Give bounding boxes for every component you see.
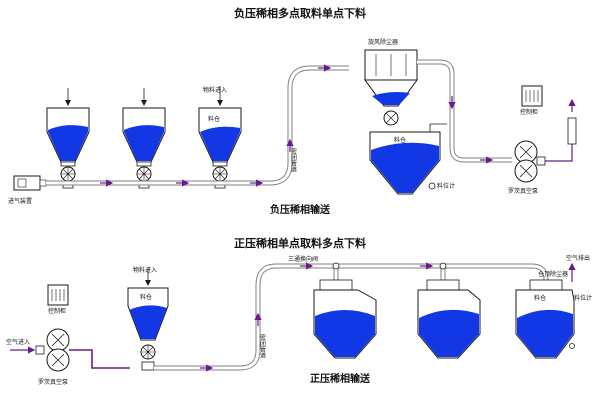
pump-outlet xyxy=(536,156,546,166)
material-fill xyxy=(200,126,240,161)
closed-pipe-label-top: 密闭管道 xyxy=(290,147,297,173)
bottom-bin-1 xyxy=(313,279,377,359)
level-meter-label: 料位计 xyxy=(437,182,455,190)
air-in-label: 空气进入 xyxy=(6,338,30,346)
blower-air-line xyxy=(69,349,130,369)
cabinet-body xyxy=(521,85,543,107)
feeder-box xyxy=(141,361,155,371)
top-feed-hopper-2 xyxy=(122,88,166,189)
bottom-control-cabinet xyxy=(47,284,69,306)
level-meter-icon xyxy=(569,343,575,349)
bottom-feed-hopper xyxy=(127,268,169,371)
bottom-title: 正压稀相单点取料多点下料 xyxy=(234,236,366,250)
hopper-outlet xyxy=(60,161,76,167)
right-bin-label: 料仓 xyxy=(534,294,546,302)
rotary-valve-blades xyxy=(213,167,227,181)
top-feed-hopper-1 xyxy=(46,88,90,189)
receiving-bin-label: 料仓 xyxy=(394,136,406,144)
bottom-material-in-label: 物料进入 xyxy=(133,266,157,274)
three-way-valve-icon xyxy=(439,262,447,270)
cabinet-body xyxy=(47,284,69,306)
down-arrow-icon xyxy=(65,100,71,106)
bin-top-filter xyxy=(319,279,353,291)
intake-label: 进气装置 xyxy=(8,197,32,205)
top-roots-pump xyxy=(514,140,546,183)
rotary-valve-blades xyxy=(385,112,397,124)
bottom-bin-3 xyxy=(515,279,575,359)
down-arrow-icon xyxy=(217,100,223,106)
pump-rotor-lobe xyxy=(51,353,65,367)
pump-rotor-lobe xyxy=(519,145,533,159)
silencer xyxy=(567,117,577,145)
top-control-cabinet-label: 控制柜 xyxy=(520,108,538,116)
bin-material xyxy=(315,310,375,357)
cyclone-separator xyxy=(364,49,418,126)
rotary-valve-blades xyxy=(141,345,155,359)
top-title: 负压稀相多点取料单点下料 xyxy=(234,6,366,20)
bin-top-filter xyxy=(529,279,563,291)
hopper-outlet xyxy=(212,161,228,167)
pump-inlet xyxy=(35,345,45,355)
bin-top-filter xyxy=(426,279,460,291)
intake-flange xyxy=(39,179,47,187)
rotary-valve-blades xyxy=(61,167,75,181)
bin-material xyxy=(517,309,573,357)
cyclone-material xyxy=(372,92,410,105)
pipe-outer xyxy=(46,65,349,186)
bottom-roots-pump-label: 罗茨真空泵 xyxy=(38,378,68,386)
material-fill xyxy=(48,125,88,161)
bag-filter-label: 仓顶除尘器 xyxy=(538,270,568,278)
bottom-level-meter-label: 料位计 xyxy=(574,294,592,302)
intake-grille xyxy=(17,178,27,188)
level-meter-icon xyxy=(428,182,436,190)
rotary-valve-blades xyxy=(137,167,151,181)
top-roots-pump-label: 罗茨真空泵 xyxy=(508,187,538,195)
bin-material xyxy=(419,309,479,357)
intake-device xyxy=(13,175,47,191)
closed-pipe-label-bottom: 密闭管道 xyxy=(259,333,266,359)
air-out-label: 空气排出 xyxy=(566,254,590,262)
material-in-label: 物料进入 xyxy=(203,86,227,94)
top-section: 负压稀相多点取料单点下料 xyxy=(8,6,577,216)
pump-rotor-lobe xyxy=(519,164,533,178)
hopper-outlet xyxy=(136,161,152,167)
receiving-bin-material xyxy=(371,142,439,193)
pipe-inner xyxy=(46,66,349,185)
down-arrow-icon xyxy=(145,280,151,286)
pipe-inner xyxy=(417,60,512,162)
bottom-subtitle: 正压稀相输送 xyxy=(310,372,371,385)
three-way-valve-label: 三通换向阀 xyxy=(288,255,318,263)
pipe-inner xyxy=(154,264,548,370)
bottom-bin-2 xyxy=(417,279,481,359)
top-receiving-bin xyxy=(369,123,447,195)
top-subtitle: 负压稀相输送 xyxy=(270,203,331,216)
pump-rotor-lobe xyxy=(51,333,65,347)
material-fill xyxy=(124,125,164,161)
three-way-valve-icon xyxy=(332,262,340,270)
bottom-control-cabinet-label: 控制柜 xyxy=(48,307,66,315)
top-conveying-pipe xyxy=(46,64,349,187)
bottom-bin-label: 料仓 xyxy=(140,293,152,301)
material-fill xyxy=(129,305,167,339)
bottom-roots-pump xyxy=(35,328,70,372)
down-arrow-icon xyxy=(141,100,147,106)
bottom-conveying-pipe xyxy=(154,262,549,372)
bottom-section: 正压稀相单点取料多点下料 控制柜 空气进入 罗茨真空泵 xyxy=(6,236,592,386)
top-control-cabinet xyxy=(521,85,543,107)
bin-label: 料仓 xyxy=(208,115,220,123)
exhaust-pipe xyxy=(417,59,512,164)
top-feed-hopper-3 xyxy=(198,86,242,189)
cyclone-label: 旋风除尘器 xyxy=(368,38,398,46)
